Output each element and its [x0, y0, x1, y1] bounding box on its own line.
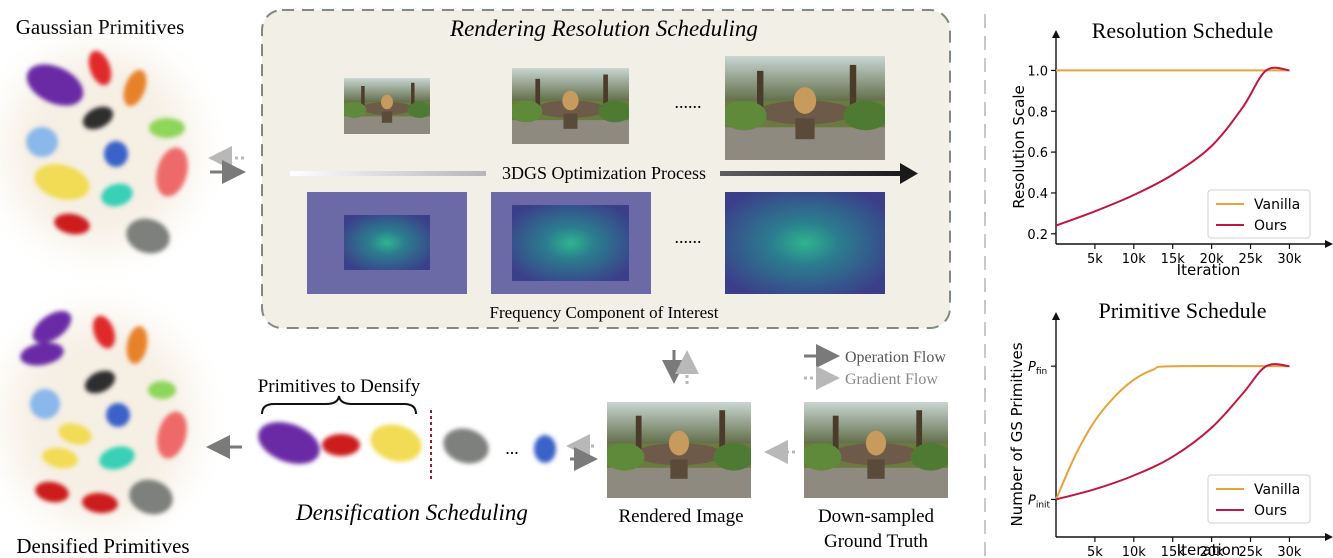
y-tick-label: Pinit: [1028, 493, 1051, 510]
y-tick-label: 0.4: [1027, 187, 1048, 202]
x-axis-arrow: [1325, 533, 1333, 541]
panel-render-arrows: [662, 350, 699, 384]
x-tick-label: 15k: [1161, 545, 1186, 558]
x-tick-label: 20k: [1200, 252, 1225, 267]
x-tick-label: 25k: [1238, 545, 1263, 558]
x-tick-label: 10k: [1122, 545, 1147, 558]
y-axis-label: Number of GS Primitives: [1008, 342, 1026, 526]
gradient-flow-label: Gradient Flow: [845, 371, 938, 388]
optimization-process-label: 3DGS Optimization Process: [502, 163, 706, 183]
legend-label: Vanilla: [1254, 482, 1300, 498]
ground-truth-label-line2: Ground Truth: [824, 531, 928, 552]
optimization-process-arrow: [290, 160, 918, 186]
cloud-panel-arrows: [208, 146, 246, 184]
legend-label: Ours: [1254, 218, 1287, 234]
resolution-schedule-chart: Resolution Schedule 5k 10k 15k 20k 25k 30k 0.2 0…: [1010, 18, 1333, 279]
ground-truth-image: [804, 402, 948, 498]
y-tick-label: 0.6: [1027, 146, 1048, 161]
x-tick-label: 25k: [1238, 252, 1263, 267]
legend-label: Vanilla: [1254, 197, 1300, 213]
y-tick-label: 0.2: [1027, 228, 1048, 243]
x-axis-arrow: [1325, 240, 1333, 248]
rendered-image-label: Rendered Image: [618, 506, 743, 527]
x-tick-label: 30k: [1277, 545, 1302, 558]
series-line-vanilla: [1055, 364, 1290, 500]
render-to-densify-arrows: [566, 434, 598, 471]
render-thumbnail-small: [344, 78, 430, 134]
series-line-ours: [1055, 363, 1290, 501]
y-tick-label: 0.8: [1027, 105, 1048, 120]
densification-scheduling-title: Densification Scheduling: [295, 500, 528, 525]
gaussian-primitives-cloud: [5, 50, 195, 254]
densify-brace: [261, 395, 417, 415]
y-axis-arrow: [1052, 30, 1060, 38]
ellipsis-bottom: ......: [675, 227, 702, 247]
x-tick-label: 30k: [1277, 252, 1302, 267]
densify-ellipsis: ...: [505, 438, 519, 458]
y-tick-label: 1.0: [1027, 64, 1048, 79]
x-tick-label: 20k: [1200, 545, 1225, 558]
primitive-schedule-chart: Primitive Schedule 5k 10k 15k 20k 25k 30k Pinit…: [1008, 298, 1333, 558]
densify-primitives: [258, 422, 556, 464]
x-axis-label: Iteration: [1177, 541, 1241, 558]
frequency-map-medium: [491, 192, 651, 294]
frequency-label: Frequency Component of Interest: [490, 303, 719, 322]
x-axis-label: Iteration: [1177, 261, 1241, 279]
legend-label: Ours: [1254, 503, 1287, 519]
y-axis-label: Resolution Scale: [1010, 85, 1028, 209]
densified-primitives-cloud: [5, 311, 195, 525]
flow-legend: Operation Flow Gradient Flow: [804, 344, 946, 390]
x-tick-label: 10k: [1122, 252, 1147, 267]
operation-flow-label: Operation Flow: [845, 349, 946, 366]
ellipsis-top: ......: [675, 92, 702, 112]
x-tick-label: 15k: [1161, 252, 1186, 267]
y-tick-label: Pfin: [1028, 360, 1047, 377]
render-thumbnail-large: [725, 56, 885, 160]
frequency-map-small: [307, 192, 467, 294]
gaussian-primitives-title: Gaussian Primitives: [16, 15, 185, 39]
densified-primitives-title: Densified Primitives: [16, 534, 189, 558]
frequency-map-large: [725, 192, 885, 294]
series-line-ours: [1055, 66, 1290, 227]
render-thumbnail-medium: [512, 68, 629, 144]
y-axis-arrow: [1052, 312, 1060, 320]
chart-title: Primitive Schedule: [1098, 298, 1266, 323]
ground-truth-label-line1: Down-sampled: [818, 506, 935, 527]
x-tick-label: 5k: [1087, 252, 1103, 267]
primitives-to-densify-label: Primitives to Densify: [258, 376, 421, 397]
rendered-image: [607, 402, 751, 498]
rendering-panel-title: Rendering Resolution Scheduling: [449, 16, 758, 41]
x-tick-label: 5k: [1087, 545, 1103, 558]
chart-title: Resolution Schedule: [1092, 18, 1273, 43]
